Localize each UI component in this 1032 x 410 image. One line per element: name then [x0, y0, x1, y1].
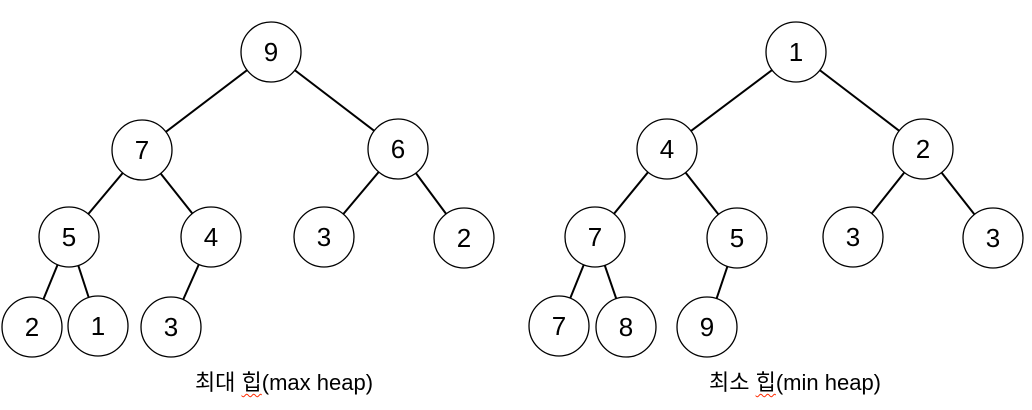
- tree-node-max-heap-1: [111, 119, 173, 181]
- tree-node-value-min-heap-8: 8: [619, 312, 633, 342]
- tree-node-value-min-heap-9: 9: [700, 312, 714, 342]
- caption-max-heap: 최대 힙(max heap): [195, 370, 373, 396]
- tree-node-value-max-heap-5: 3: [317, 222, 331, 252]
- tree-node-value-max-heap-1: 7: [135, 135, 149, 165]
- tree-node-value-min-heap-6: 3: [986, 223, 1000, 253]
- tree-node-min-heap-8: [595, 296, 657, 358]
- tree-node-value-min-heap-5: 3: [846, 222, 860, 252]
- tree-node-min-heap-1: [636, 118, 698, 180]
- tree-node-min-heap-2: [892, 118, 954, 180]
- tree-node-value-max-heap-2: 6: [391, 134, 405, 164]
- tree-node-min-heap-7: [528, 295, 590, 357]
- caption-min-suffix: (min heap): [775, 370, 881, 395]
- tree-node-value-min-heap-0: 1: [789, 37, 803, 67]
- tree-node-value-max-heap-3: 5: [62, 222, 76, 252]
- tree-max-heap: 9 7 6 5 4 3 2 2 1 3: [1, 21, 495, 358]
- caption-max-suffix: (max heap): [261, 370, 374, 395]
- tree-node-value-max-heap-8: 1: [91, 311, 105, 341]
- tree-node-max-heap-4: [180, 206, 242, 268]
- tree-node-value-max-heap-9: 3: [164, 312, 178, 342]
- tree-node-value-min-heap-2: 2: [916, 134, 930, 164]
- tree-node-min-heap-0: [765, 21, 827, 83]
- tree-node-max-heap-3: [38, 206, 100, 268]
- tree-node-max-heap-0: [240, 21, 302, 83]
- tree-node-value-max-heap-4: 4: [204, 222, 218, 252]
- tree-node-value-min-heap-1: 4: [660, 134, 674, 164]
- tree-node-max-heap-5: [293, 206, 355, 268]
- tree-node-max-heap-8: [67, 295, 129, 357]
- tree-node-value-min-heap-3: 7: [588, 222, 602, 252]
- caption-min-prefix: 최소: [709, 370, 756, 395]
- tree-min-heap: 1 4 2 7 5 3 3 7 8 9: [528, 21, 1024, 358]
- caption-min-heap: 최소 힙(min heap): [709, 370, 881, 396]
- tree-node-value-max-heap-6: 2: [457, 223, 471, 253]
- tree-node-max-heap-6: [433, 207, 495, 269]
- tree-node-max-heap-7: [1, 296, 63, 358]
- tree-node-max-heap-2: [367, 118, 429, 180]
- tree-node-min-heap-9: [676, 296, 738, 358]
- tree-node-value-max-heap-7: 2: [25, 312, 39, 342]
- tree-node-value-max-heap-0: 9: [264, 37, 278, 67]
- tree-node-min-heap-5: [822, 206, 884, 268]
- tree-node-value-min-heap-4: 5: [730, 223, 744, 253]
- caption-max-underlined-word: 힙: [241, 370, 262, 395]
- tree-node-max-heap-9: [140, 296, 202, 358]
- tree-node-min-heap-6: [962, 207, 1024, 269]
- tree-node-min-heap-3: [564, 206, 626, 268]
- tree-node-value-min-heap-7: 7: [552, 311, 566, 341]
- caption-min-underlined-word: 힙: [755, 370, 776, 395]
- caption-max-prefix: 최대: [194, 370, 242, 395]
- tree-node-min-heap-4: [706, 207, 768, 269]
